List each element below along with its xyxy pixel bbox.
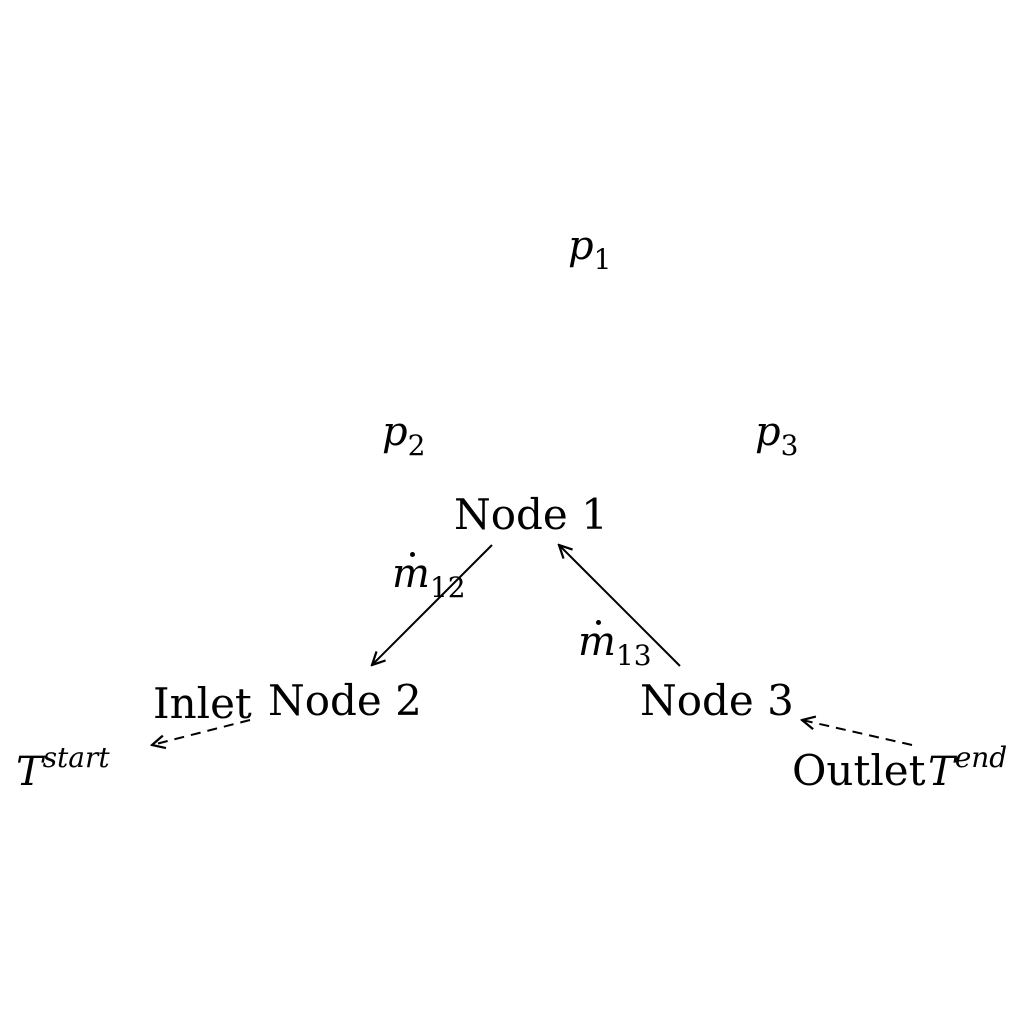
node-2-label: Node 2 — [268, 676, 422, 725]
edge-node1-to-node2 — [372, 544, 493, 665]
mass-flow-symbol: m — [392, 551, 430, 597]
mass-flow-symbol: m — [578, 619, 616, 665]
outlet-label: Outlet — [792, 746, 926, 795]
pressure-label-p1: p1 — [568, 226, 611, 274]
node-3-label: Node 3 — [640, 676, 794, 725]
edge-node3-to-node1 — [559, 545, 681, 667]
pressure-subscript: 3 — [780, 429, 799, 462]
pressure-label-p3: p3 — [755, 412, 798, 460]
pressure-symbol: p — [568, 223, 594, 269]
edge-tend-to-node3 — [802, 720, 913, 746]
mass-flow-label-m12: m12 — [392, 551, 466, 604]
inlet-label: Inlet — [153, 679, 252, 728]
node-1-label: Node 1 — [454, 490, 608, 539]
pressure-symbol: p — [382, 409, 408, 455]
pressure-subscript: 2 — [407, 429, 426, 462]
mass-flow-label-m13: m13 — [578, 619, 652, 672]
mass-flow-subscript: 13 — [615, 639, 652, 672]
temperature-superscript: start — [42, 741, 110, 774]
temperature-symbol: T — [16, 749, 43, 795]
mass-flow-subscript: 12 — [429, 571, 466, 604]
pressure-subscript: 1 — [593, 243, 612, 276]
temperature-symbol: T — [928, 749, 955, 795]
pressure-symbol: p — [755, 409, 781, 455]
temperature-superscript: end — [954, 741, 1008, 774]
temperature-label-end: Tend — [928, 741, 1008, 795]
temperature-label-start: Tstart — [16, 741, 110, 795]
pressure-label-p2: p2 — [382, 412, 425, 460]
